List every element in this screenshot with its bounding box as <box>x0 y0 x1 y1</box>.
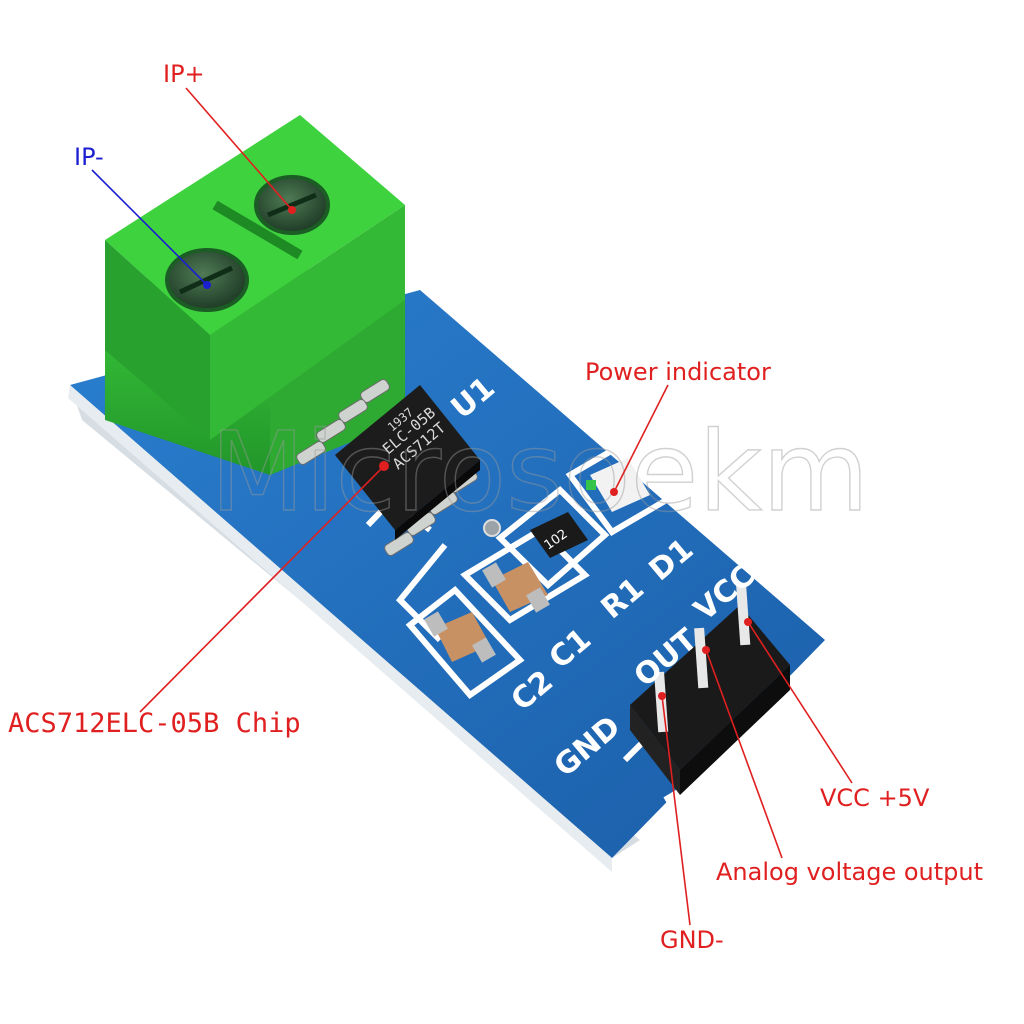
label-gnd: GND- <box>660 926 724 954</box>
label-ip-minus: IP- <box>74 143 104 171</box>
leader-analog <box>705 649 783 859</box>
label-vcc: VCC +5V <box>820 784 930 812</box>
mounting-hole <box>483 519 501 537</box>
leader-chip <box>139 465 385 713</box>
acs712-chip[interactable]: ACS712T ELC-05B 1937 <box>295 378 480 557</box>
pin-vcc[interactable] <box>736 584 751 646</box>
led-d1[interactable] <box>586 458 650 512</box>
label-power-indicator: Power indicator <box>585 358 771 386</box>
pcb-edge-front <box>68 385 612 872</box>
resistor-r1[interactable]: 102 <box>530 512 588 558</box>
capacitor-c1[interactable] <box>482 562 550 613</box>
leader-gnd <box>661 695 691 926</box>
label-chip: ACS712ELC-05B Chip <box>8 708 301 739</box>
label-ip-plus: IP+ <box>163 60 205 88</box>
watermark: Microsoekm <box>210 408 869 536</box>
leader-vcc <box>747 621 853 784</box>
label-analog-output: Analog voltage output <box>716 858 983 886</box>
leader-ip-minus <box>91 169 208 286</box>
leader-power <box>613 384 669 493</box>
pin-out[interactable] <box>694 627 709 689</box>
leader-ip-plus <box>185 87 293 211</box>
leader-lines <box>91 87 853 926</box>
capacitor-c2[interactable] <box>424 611 496 663</box>
